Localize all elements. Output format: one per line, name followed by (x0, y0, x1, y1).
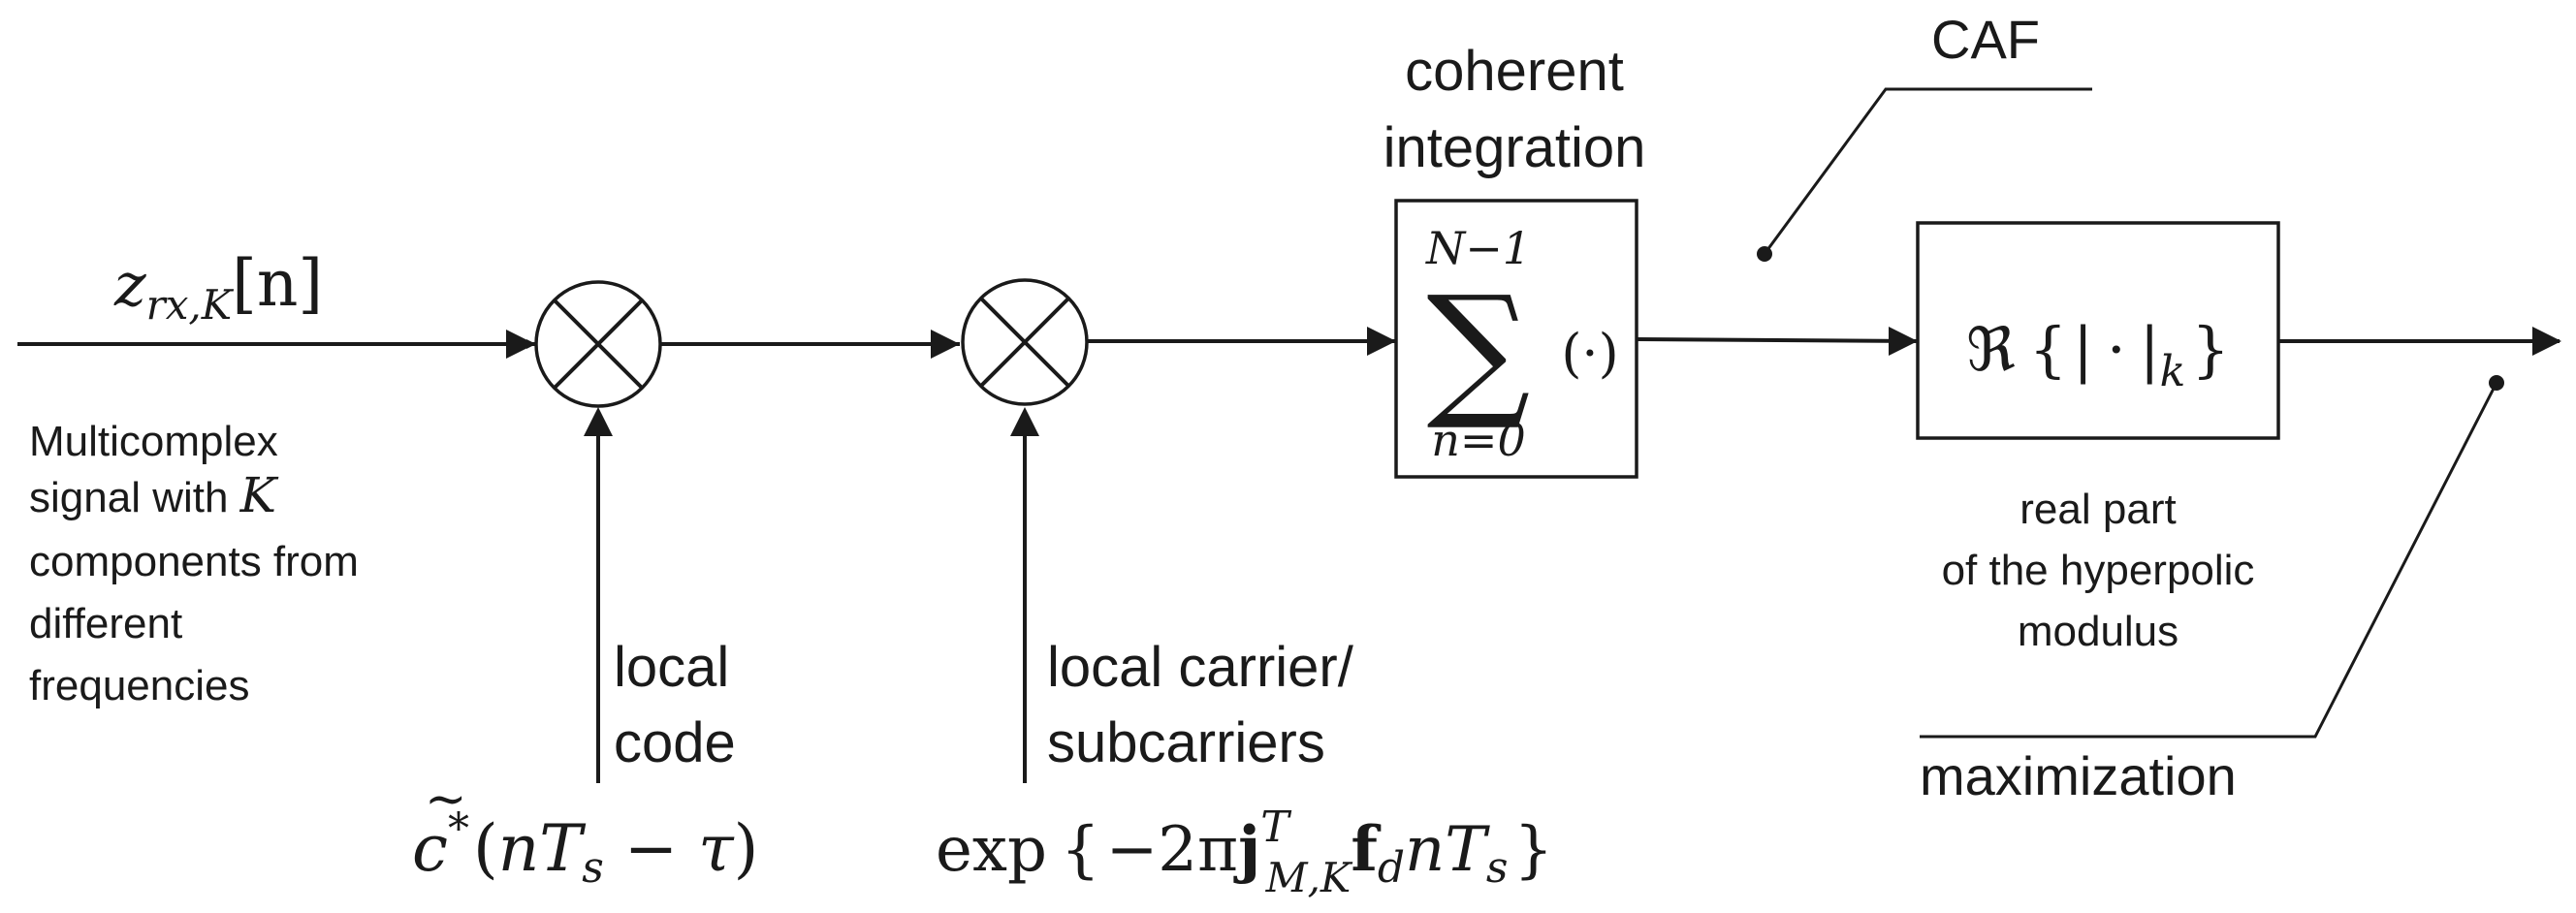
multiplier-local-carrier (961, 278, 1089, 406)
coherent-label-line1: coherent (1405, 40, 1624, 103)
local-code-label-line1: local (614, 636, 729, 699)
modulus-label-line3: modulus (2018, 608, 2178, 655)
input-desc-line4: different (29, 600, 182, 647)
input-signal-label: zrx,K[n] (113, 246, 323, 329)
modulus-label-line2: of the hyperpolic (1942, 547, 2255, 594)
coherent-integration-block (1394, 199, 1638, 479)
local-code-arrowhead (584, 407, 613, 436)
local-carrier-label-line1: local carrier/ (1047, 636, 1354, 699)
input-desc-line1: Multicomplex (29, 418, 278, 465)
maximization-leader-dot (2489, 375, 2504, 391)
sum-sigma-symbol: ∑ (1426, 266, 1530, 434)
coherent-label-line2: integration (1383, 116, 1646, 179)
sum-upper-limit: N−1 (1425, 222, 1531, 274)
sum-lower-limit: n=0 (1431, 414, 1525, 466)
modulus-label-line1: real part (2019, 486, 2176, 533)
local-carrier-arrowhead (1010, 407, 1039, 436)
input-desc-line2: signal with K (29, 467, 279, 523)
sum-input-arrowhead (1367, 327, 1396, 356)
caf-leader-line (1763, 87, 2092, 255)
input-arrowhead (506, 330, 535, 359)
input-desc-line3: components from (29, 538, 359, 585)
local-carrier-label-line2: subcarriers (1047, 711, 1325, 774)
maximization-label: maximization (1920, 745, 2237, 806)
sum-argument: (·) (1561, 323, 1618, 384)
local-code-tilde: ~ (425, 771, 467, 829)
maximization-leader-line (1920, 382, 2498, 739)
modulus-expression: ℜ{|·|k} (1966, 314, 2230, 396)
sum-to-modulus-line (1636, 337, 1919, 343)
local-code-expression: c*(nTs − τ) (412, 804, 758, 893)
modulus-input-arrowhead (1889, 327, 1918, 356)
caf-leader-dot (1757, 246, 1772, 262)
modulus-block (1916, 221, 2280, 440)
local-code-label-line2: code (614, 711, 736, 774)
multiplier2-input-arrowhead (931, 330, 960, 359)
caf-label: CAF (1931, 9, 2040, 70)
multiplier-local-code (534, 280, 662, 408)
output-arrowhead (2532, 327, 2561, 356)
input-desc-line5: frequencies (29, 662, 249, 709)
